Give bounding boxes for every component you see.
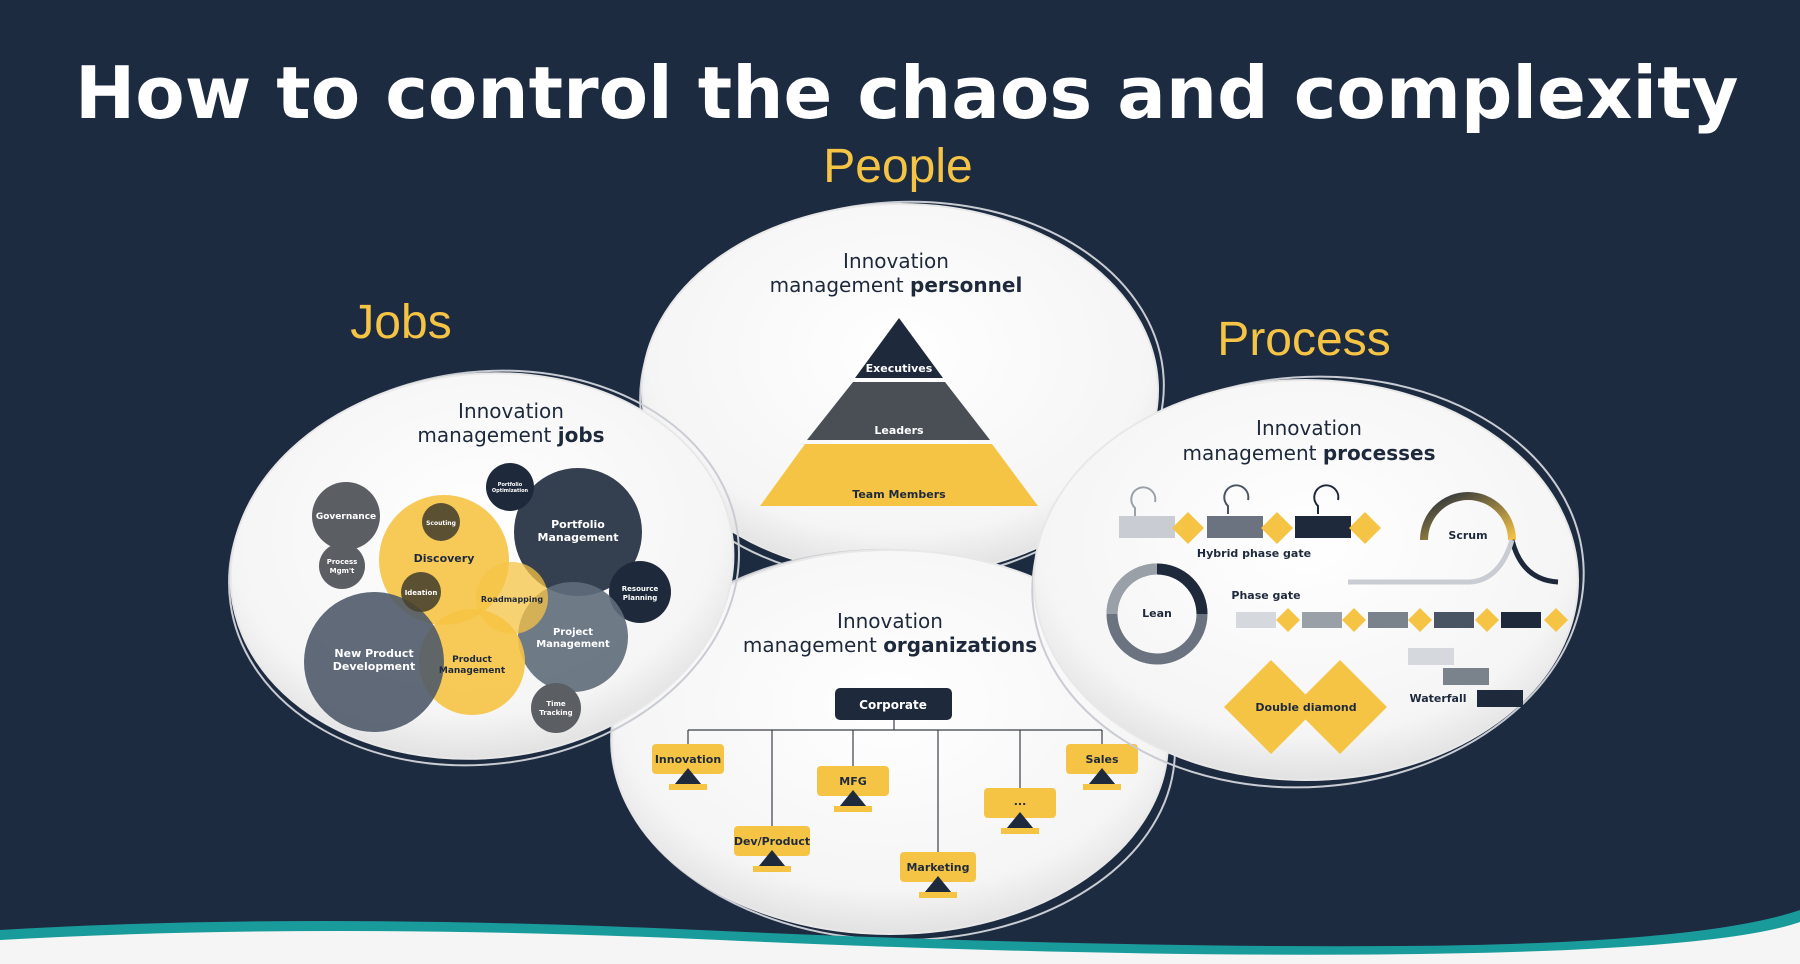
org-corporate-box [835, 688, 952, 720]
jobs-title-line1: Innovation [458, 399, 564, 423]
bubble-label-governance: Governance [316, 512, 376, 522]
bubble-resource-planning [609, 561, 671, 623]
org-corporate-label: Corporate [859, 698, 927, 712]
bubble-governance [312, 482, 380, 550]
org-unit-dev-product: Dev/Product [734, 826, 810, 872]
process-title-line2: management processes [1183, 441, 1436, 465]
org-unit-label: MFG [839, 775, 867, 788]
bubble-label-project-2: Management [536, 639, 610, 650]
pyramid-label-leaders: Leaders [874, 424, 924, 437]
waterfall-label: Waterfall [1409, 692, 1466, 705]
pyramid-tier-team-members [760, 444, 1038, 506]
hybrid-phase-gate: Hybrid phase gate [1119, 484, 1381, 560]
bubble-label-scouting: Scouting [426, 520, 456, 527]
pyramid-tier-leaders [807, 382, 990, 440]
category-people: People [823, 140, 972, 193]
process-panel: Innovation management processes Hybrid p… [1031, 375, 1585, 789]
bubble-label-portfolio-opt-2: Optimization [492, 488, 529, 494]
bubble-label-product-1: Product [452, 655, 492, 665]
bubble-label-process-2: Mgm't [330, 567, 355, 575]
phase-gate-diagram: Phase gate [1231, 589, 1568, 632]
bubble-ideation [401, 572, 441, 612]
org-unit-label: Innovation [655, 753, 721, 766]
bubble-label-discovery: Discovery [414, 552, 475, 565]
bubble-product-management [419, 609, 525, 715]
bubble-label-roadmapping: Roadmapping [481, 595, 543, 604]
slide-title: How to control the chaos and complexity [75, 51, 1738, 135]
org-unit-mfg: MFG [817, 766, 889, 812]
jobs-title-line2: management jobs [417, 423, 604, 447]
bubble-label-resource-1: Resource [622, 585, 659, 593]
bubble-time-tracking [531, 683, 581, 733]
bubble-label-npd-2: Development [333, 660, 415, 673]
org-unit-label: ... [1014, 795, 1027, 808]
pyramid-label-team-members: Team Members [852, 488, 946, 501]
bubble-label-portfolio-opt-1: Portfolio [498, 482, 523, 488]
pyramid-label-executives: Executives [866, 362, 933, 375]
category-process: Process [1217, 313, 1390, 366]
process-title-line1: Innovation [1256, 416, 1362, 440]
org-unit-more: ... [984, 788, 1056, 834]
personnel-pyramid: Executives Leaders Team Members [760, 318, 1038, 506]
org-unit-marketing: Marketing [900, 852, 976, 898]
bubble-new-product-development [304, 592, 444, 732]
scrum-diagram: Scrum [1348, 492, 1559, 585]
bubble-label-time-2: Tracking [539, 709, 572, 717]
bubble-label-portfolio-mgmt-1: Portfolio [551, 518, 605, 531]
lean-diagram: Lean [1106, 563, 1208, 665]
people-panel: Innovation management personnel Executiv… [639, 200, 1165, 584]
jobs-bubble-cluster: Governance Process Mgm't Scouting Discov… [304, 463, 671, 733]
bubble-process-mgmt [319, 543, 365, 589]
double-diamond-label: Double diamond [1255, 701, 1356, 714]
org-connectors [687, 720, 1103, 852]
hybrid-phase-gate-label: Hybrid phase gate [1197, 547, 1311, 560]
org-title-line2: management organizations [743, 633, 1037, 657]
bubble-label-ideation: Ideation [405, 589, 438, 597]
bubble-label-time-1: Time [546, 700, 565, 708]
bubble-portfolio-management [514, 468, 642, 596]
org-unit-label: Dev/Product [734, 835, 810, 848]
pyramid-tier-executives [855, 318, 943, 378]
scrum-label: Scrum [1448, 529, 1487, 542]
bubble-label-product-2: Management [439, 666, 506, 676]
bottom-wave [0, 910, 1800, 964]
bubble-label-resource-2: Planning [623, 594, 658, 602]
org-unit-label: Marketing [906, 861, 969, 874]
bubble-label-npd-1: New Product [334, 647, 413, 660]
double-diamond-diagram: Double diamond [1224, 660, 1387, 754]
people-title-line2: management personnel [770, 273, 1023, 297]
org-title-line1: Innovation [837, 609, 943, 633]
org-panel: Innovation management organizations Corp… [610, 548, 1176, 942]
bubble-label-portfolio-mgmt-2: Management [538, 531, 619, 544]
waterfall-diagram: Waterfall [1408, 648, 1523, 707]
org-unit-sales: Sales [1066, 744, 1138, 790]
phase-gate-label: Phase gate [1231, 589, 1300, 602]
bubble-label-process-1: Process [327, 558, 358, 566]
org-unit-innovation: Innovation [652, 744, 724, 790]
bubble-scouting [422, 503, 460, 541]
category-jobs: Jobs [350, 296, 451, 349]
people-title-line1: Innovation [843, 249, 949, 273]
lean-label: Lean [1142, 607, 1172, 620]
bubble-label-project-1: Project [553, 627, 593, 638]
org-unit-label: Sales [1085, 753, 1119, 766]
bubble-portfolio-optimization [486, 463, 534, 511]
jobs-panel: Innovation management jobs Governance Pr… [228, 369, 740, 767]
